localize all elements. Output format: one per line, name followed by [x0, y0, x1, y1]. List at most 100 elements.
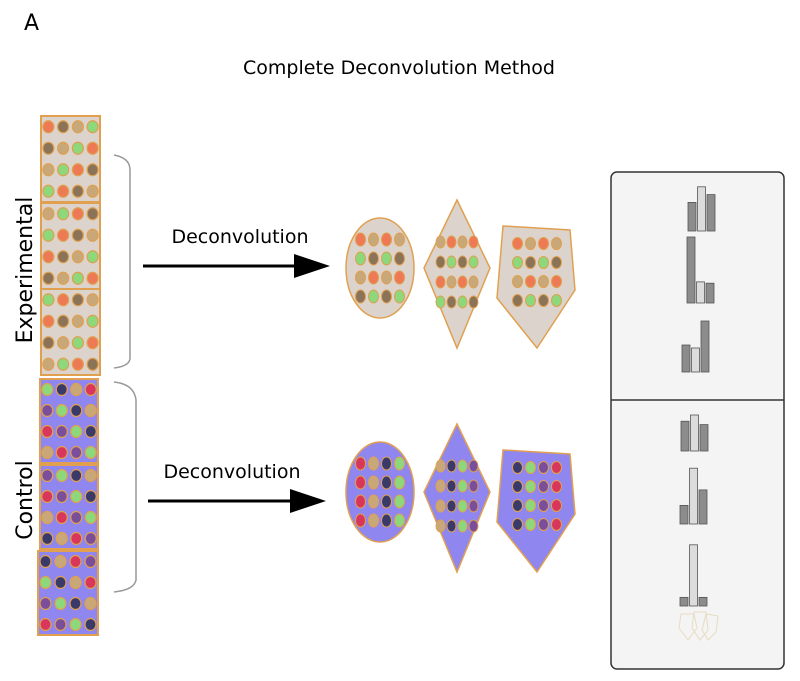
well-dot: [84, 382, 97, 397]
well-dot: [71, 250, 84, 264]
well-dot: [55, 531, 68, 546]
well-dot: [57, 271, 70, 285]
cell-dot: [457, 459, 468, 473]
well-dot: [71, 293, 84, 307]
well-dot: [86, 120, 99, 134]
well-dot: [71, 336, 84, 350]
cell-dot: [457, 499, 468, 513]
cell-dot: [468, 275, 479, 289]
well-dot: [57, 250, 70, 264]
cell-dot: [551, 499, 562, 512]
cell-dot: [512, 275, 523, 288]
cell-dot: [368, 289, 379, 304]
cell-dot: [394, 270, 405, 285]
cell-dot: [368, 456, 379, 471]
well-dot: [84, 596, 97, 611]
bar: [700, 320, 710, 373]
well-dot: [69, 596, 82, 611]
cell-dot: [512, 256, 523, 269]
control-plates: [37, 378, 99, 636]
experimental-plates: [40, 115, 101, 376]
well-dot: [39, 617, 52, 632]
bar-group: [681, 320, 710, 373]
well-dot: [54, 575, 67, 590]
well-dot: [86, 293, 99, 307]
cell-dot: [468, 235, 479, 249]
cell-dot: [525, 499, 536, 512]
well-dot: [86, 184, 99, 198]
bar-group: [686, 236, 715, 304]
experimental-deconvolved-shapes: [345, 198, 576, 350]
cell-dot: [355, 513, 366, 528]
bar: [680, 420, 690, 452]
well-dot: [41, 468, 54, 483]
well-dot: [71, 163, 84, 177]
well-dot: [39, 554, 52, 569]
cell-dot: [435, 479, 446, 493]
cell-dot: [446, 255, 457, 269]
bar: [679, 504, 689, 525]
well-dot: [69, 575, 82, 590]
cell-dot: [435, 275, 446, 289]
cell-dot: [525, 461, 536, 474]
cell-dot: [355, 494, 366, 509]
cell-dot: [538, 461, 549, 474]
bar-group: [680, 414, 709, 452]
bar: [698, 489, 708, 525]
bar: [686, 236, 696, 304]
cell-dot: [446, 295, 457, 309]
well-dot: [41, 445, 54, 460]
cell-dot: [512, 237, 523, 250]
bar: [689, 544, 698, 607]
well-dot: [84, 424, 97, 439]
cell-dot: [525, 237, 536, 250]
diamond-shape: [423, 198, 491, 350]
well-dot: [42, 141, 55, 155]
cell-dot: [512, 480, 523, 493]
cell-dot: [446, 275, 457, 289]
well-dot: [41, 510, 54, 525]
figure-title: Complete Deconvolution Method: [243, 57, 555, 79]
cell-dot: [468, 459, 479, 473]
cell-dot: [525, 518, 536, 531]
cell-dot: [394, 289, 405, 304]
well-dot: [41, 403, 54, 418]
control-bracket: [113, 381, 137, 593]
well-dot: [84, 468, 97, 483]
well-dot: [84, 531, 97, 546]
cell-dot: [538, 275, 549, 288]
well-dot: [42, 336, 55, 350]
well-dot: [55, 489, 68, 504]
cell-dot: [435, 255, 446, 269]
well-dot: [57, 120, 70, 134]
cell-dot: [468, 519, 479, 533]
well-dot: [55, 424, 68, 439]
well-dot: [84, 554, 97, 569]
cell-dot: [551, 237, 562, 250]
cell-dot: [368, 513, 379, 528]
cell-dot: [468, 295, 479, 309]
cell-dot: [435, 235, 446, 249]
well-dot: [84, 403, 97, 418]
cell-dot: [457, 519, 468, 533]
well-dot: [42, 207, 55, 221]
cell-dot: [512, 461, 523, 474]
cell-dot: [457, 275, 468, 289]
cell-dot: [538, 256, 549, 269]
well-dot: [54, 617, 67, 632]
pentagon-shape: [496, 225, 576, 350]
cell-dot: [394, 494, 405, 509]
bar-group: [687, 186, 716, 232]
well-dot: [70, 510, 83, 525]
well-dot: [42, 228, 55, 242]
well-dot: [57, 336, 70, 350]
cell-dot: [355, 289, 366, 304]
cell-dot: [551, 480, 562, 493]
well-dot: [55, 445, 68, 460]
well-dot: [39, 596, 52, 611]
well-dot: [71, 357, 84, 371]
control-arrow-label: Deconvolution: [163, 461, 300, 483]
cell-dot: [355, 456, 366, 471]
control-deconvolved-shapes: [345, 422, 576, 574]
experimental-arrow-label: Deconvolution: [171, 226, 308, 248]
